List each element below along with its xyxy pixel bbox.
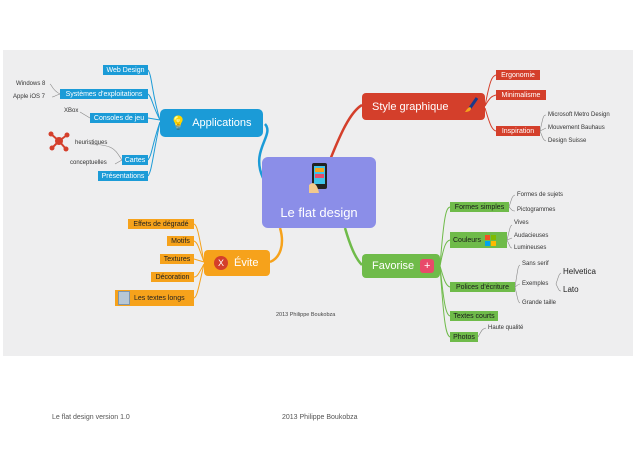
branch-motifs[interactable]: Motifs — [167, 236, 194, 246]
branch-photos[interactable]: Photos — [450, 332, 478, 342]
close-icon: X — [214, 256, 228, 270]
leaf-lumineuses: Lumineuses — [514, 245, 547, 251]
textes-longs-label: Les textes longs — [134, 294, 185, 302]
leaf-pictogrammes: Pictogrammes — [517, 207, 556, 213]
leaf-xbox: XBox — [64, 108, 79, 114]
leaf-bauhaus: Mouvement Bauhaus — [548, 125, 605, 131]
leaf-formes-sujets: Formes de sujets — [517, 192, 564, 198]
branch-inspiration[interactable]: Inspiration — [496, 126, 540, 136]
branch-polices[interactable]: Polices d'écriture — [450, 282, 515, 292]
lightbulb-icon: 💡 — [170, 115, 187, 130]
leaf-metro: Microsoft Metro Design — [548, 112, 610, 118]
leaf-lato: Lato — [563, 285, 579, 294]
branch-textes-longs[interactable]: Les textes longs — [115, 290, 194, 306]
leaf-heuristiques: heuristiques — [75, 140, 108, 146]
leaf-vives: Vives — [514, 220, 529, 226]
leaf-grande-taille: Grande taille — [522, 300, 557, 306]
branch-web-design[interactable]: Web Design — [103, 65, 148, 75]
style-title: Style graphique — [372, 100, 449, 113]
phone-illustration — [309, 163, 331, 193]
paintbrush-icon — [465, 97, 479, 116]
evite-title: Évite — [234, 257, 259, 269]
applications-title: Applications — [192, 117, 252, 129]
branch-formes-simples[interactable]: Formes simples — [450, 202, 509, 212]
document-icon — [118, 291, 130, 305]
applications-node[interactable]: 💡 Applications — [160, 109, 263, 137]
heart-plus-icon: + — [420, 259, 435, 273]
branch-minimalisme[interactable]: Minimalisme — [496, 90, 546, 100]
footer-left: Le flat design version 1.0 — [52, 414, 130, 421]
branch-textures[interactable]: Textures — [160, 254, 194, 264]
evite-node[interactable]: X Évite — [204, 250, 270, 276]
leaf-haute-qualite: Haute qualité — [488, 325, 524, 331]
favorise-node[interactable]: Favorise + — [362, 254, 440, 278]
mindmap-icon — [48, 130, 70, 152]
favorise-title: Favorise — [372, 260, 415, 272]
central-title: Le flat design — [280, 205, 358, 220]
leaf-suisse: Design Suisse — [548, 138, 587, 144]
leaf-ios7: Apple iOS 7 — [13, 94, 46, 100]
branch-textes-courts[interactable]: Textes courts — [450, 311, 498, 321]
branch-presentations[interactable]: Présentations — [98, 171, 148, 181]
leaf-windows8: Windows 8 — [16, 81, 46, 87]
branch-ergonomie[interactable]: Ergonomie — [496, 70, 540, 80]
leaf-sans-serif: Sans serif — [522, 261, 549, 267]
branch-decoration[interactable]: Décoration — [151, 272, 194, 282]
style-node[interactable]: Style graphique — [362, 93, 485, 120]
branch-effets[interactable]: Effets de dégradé — [128, 219, 194, 229]
couleurs-label: Couleurs — [453, 236, 482, 244]
leaf-conceptuelles: conceptuelles — [70, 160, 107, 166]
branch-cartes[interactable]: Cartes — [122, 155, 148, 165]
leaf-audacieuses: Audacieuses — [514, 233, 549, 239]
leaf-helvetica: Helvetica — [563, 267, 596, 276]
branch-consoles[interactable]: Consoles de jeu — [90, 113, 148, 123]
footer-right: 2013 Philippe Boukobza — [282, 414, 358, 421]
branch-systemes[interactable]: Systèmes d'exploitations — [60, 89, 148, 99]
central-node[interactable]: Le flat design — [262, 157, 376, 228]
branch-couleurs[interactable]: Couleurs — [450, 232, 507, 248]
leaf-exemples: Exemples — [522, 281, 549, 287]
windows-logo-icon — [485, 234, 497, 246]
map-credit: 2013 Philippe Boukobza — [276, 312, 336, 318]
